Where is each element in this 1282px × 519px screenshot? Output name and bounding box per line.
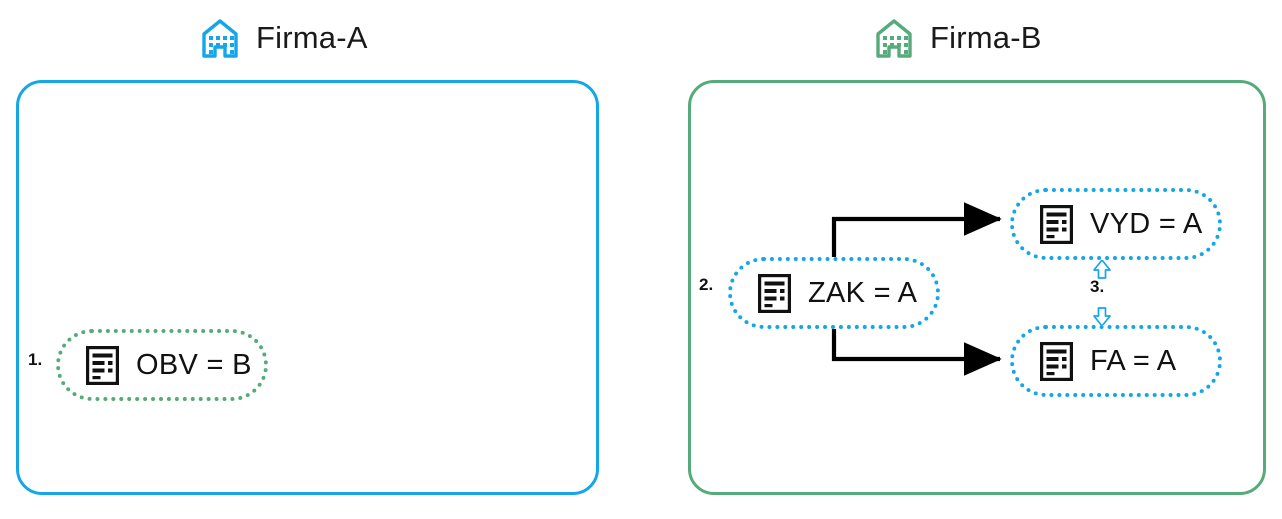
document-icon: [1040, 204, 1073, 244]
node-fa-label: FA = A: [1090, 344, 1177, 377]
company-panel-firma-a: [16, 80, 599, 495]
document-icon: [758, 273, 791, 313]
node-fa[interactable]: FA = A: [1010, 325, 1222, 397]
building-icon: [202, 19, 238, 58]
step-number-1: 1.: [28, 350, 43, 369]
document-icon: [86, 345, 119, 385]
document-icon: [1040, 341, 1073, 381]
node-vyd[interactable]: VYD = A: [1010, 188, 1222, 260]
company-name-firma-b: Firma-B: [930, 20, 1042, 55]
company-header-firma-b: Firma-B: [872, 10, 1042, 66]
connector-vyd-fa-double-arrow: [1093, 259, 1111, 327]
building-icon: [876, 19, 912, 58]
node-vyd-label: VYD = A: [1090, 207, 1203, 240]
arrow-up-icon: [1093, 259, 1111, 279]
company-name-firma-a: Firma-A: [256, 20, 368, 55]
node-obv-label: OBV = B: [136, 348, 252, 381]
step-number-3: 3.: [1090, 277, 1105, 296]
company-header-firma-a: Firma-A: [198, 10, 368, 66]
step-number-2: 2.: [699, 275, 714, 294]
node-zak[interactable]: ZAK = A: [728, 257, 940, 329]
arrow-down-icon: [1093, 307, 1111, 327]
node-zak-label: ZAK = A: [808, 276, 918, 309]
node-obv[interactable]: OBV = B: [56, 329, 268, 401]
company-panel-firma-b: [688, 80, 1266, 495]
